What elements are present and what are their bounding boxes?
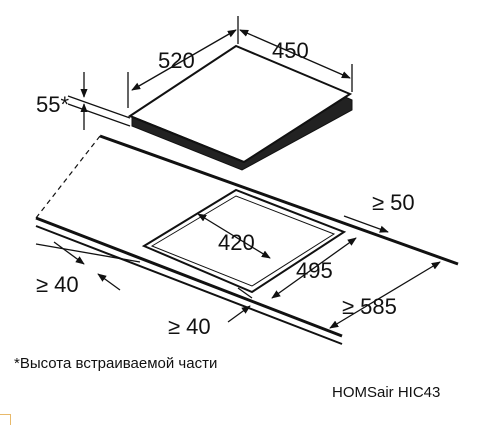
hob-width-label: 450 bbox=[272, 38, 309, 63]
hob-depth-label: 520 bbox=[158, 48, 195, 73]
side-clearance-dimension bbox=[35, 241, 141, 291]
cutout-dimension-lines bbox=[197, 213, 357, 299]
worktop-front-edge-bottom bbox=[35, 225, 343, 345]
worktop-depth-label: ≥ 585 bbox=[342, 294, 397, 319]
front-clearance-label: ≥ 40 bbox=[168, 314, 211, 339]
cutout-inner bbox=[150, 195, 336, 287]
cutout-depth-label: 420 bbox=[218, 230, 255, 255]
cutout-outer bbox=[141, 188, 347, 294]
corner-mark bbox=[0, 414, 11, 425]
built-in-height-dimension bbox=[67, 72, 131, 130]
worktop bbox=[35, 134, 459, 345]
worktop-back-edge bbox=[99, 134, 459, 266]
cutout bbox=[141, 188, 347, 294]
hob-front-edge bbox=[129, 115, 245, 163]
built-in-height-label: 55* bbox=[36, 92, 69, 117]
worktop-depth-dimension bbox=[329, 261, 441, 329]
footnote: *Высота встраиваемой части bbox=[14, 355, 218, 372]
back-clearance-label: ≥ 50 bbox=[372, 190, 415, 215]
front-clearance-dimension bbox=[227, 287, 253, 323]
model-name: HOMSair HIC43 bbox=[332, 384, 441, 401]
hob-dimension-lines bbox=[127, 16, 353, 108]
worktop-side-edge bbox=[35, 135, 101, 219]
side-clearance-label: ≥ 40 bbox=[36, 272, 79, 297]
cutout-width-label: 495 bbox=[296, 258, 333, 283]
back-clearance-dimension bbox=[343, 215, 389, 233]
worktop-front-edge-top bbox=[35, 216, 343, 338]
